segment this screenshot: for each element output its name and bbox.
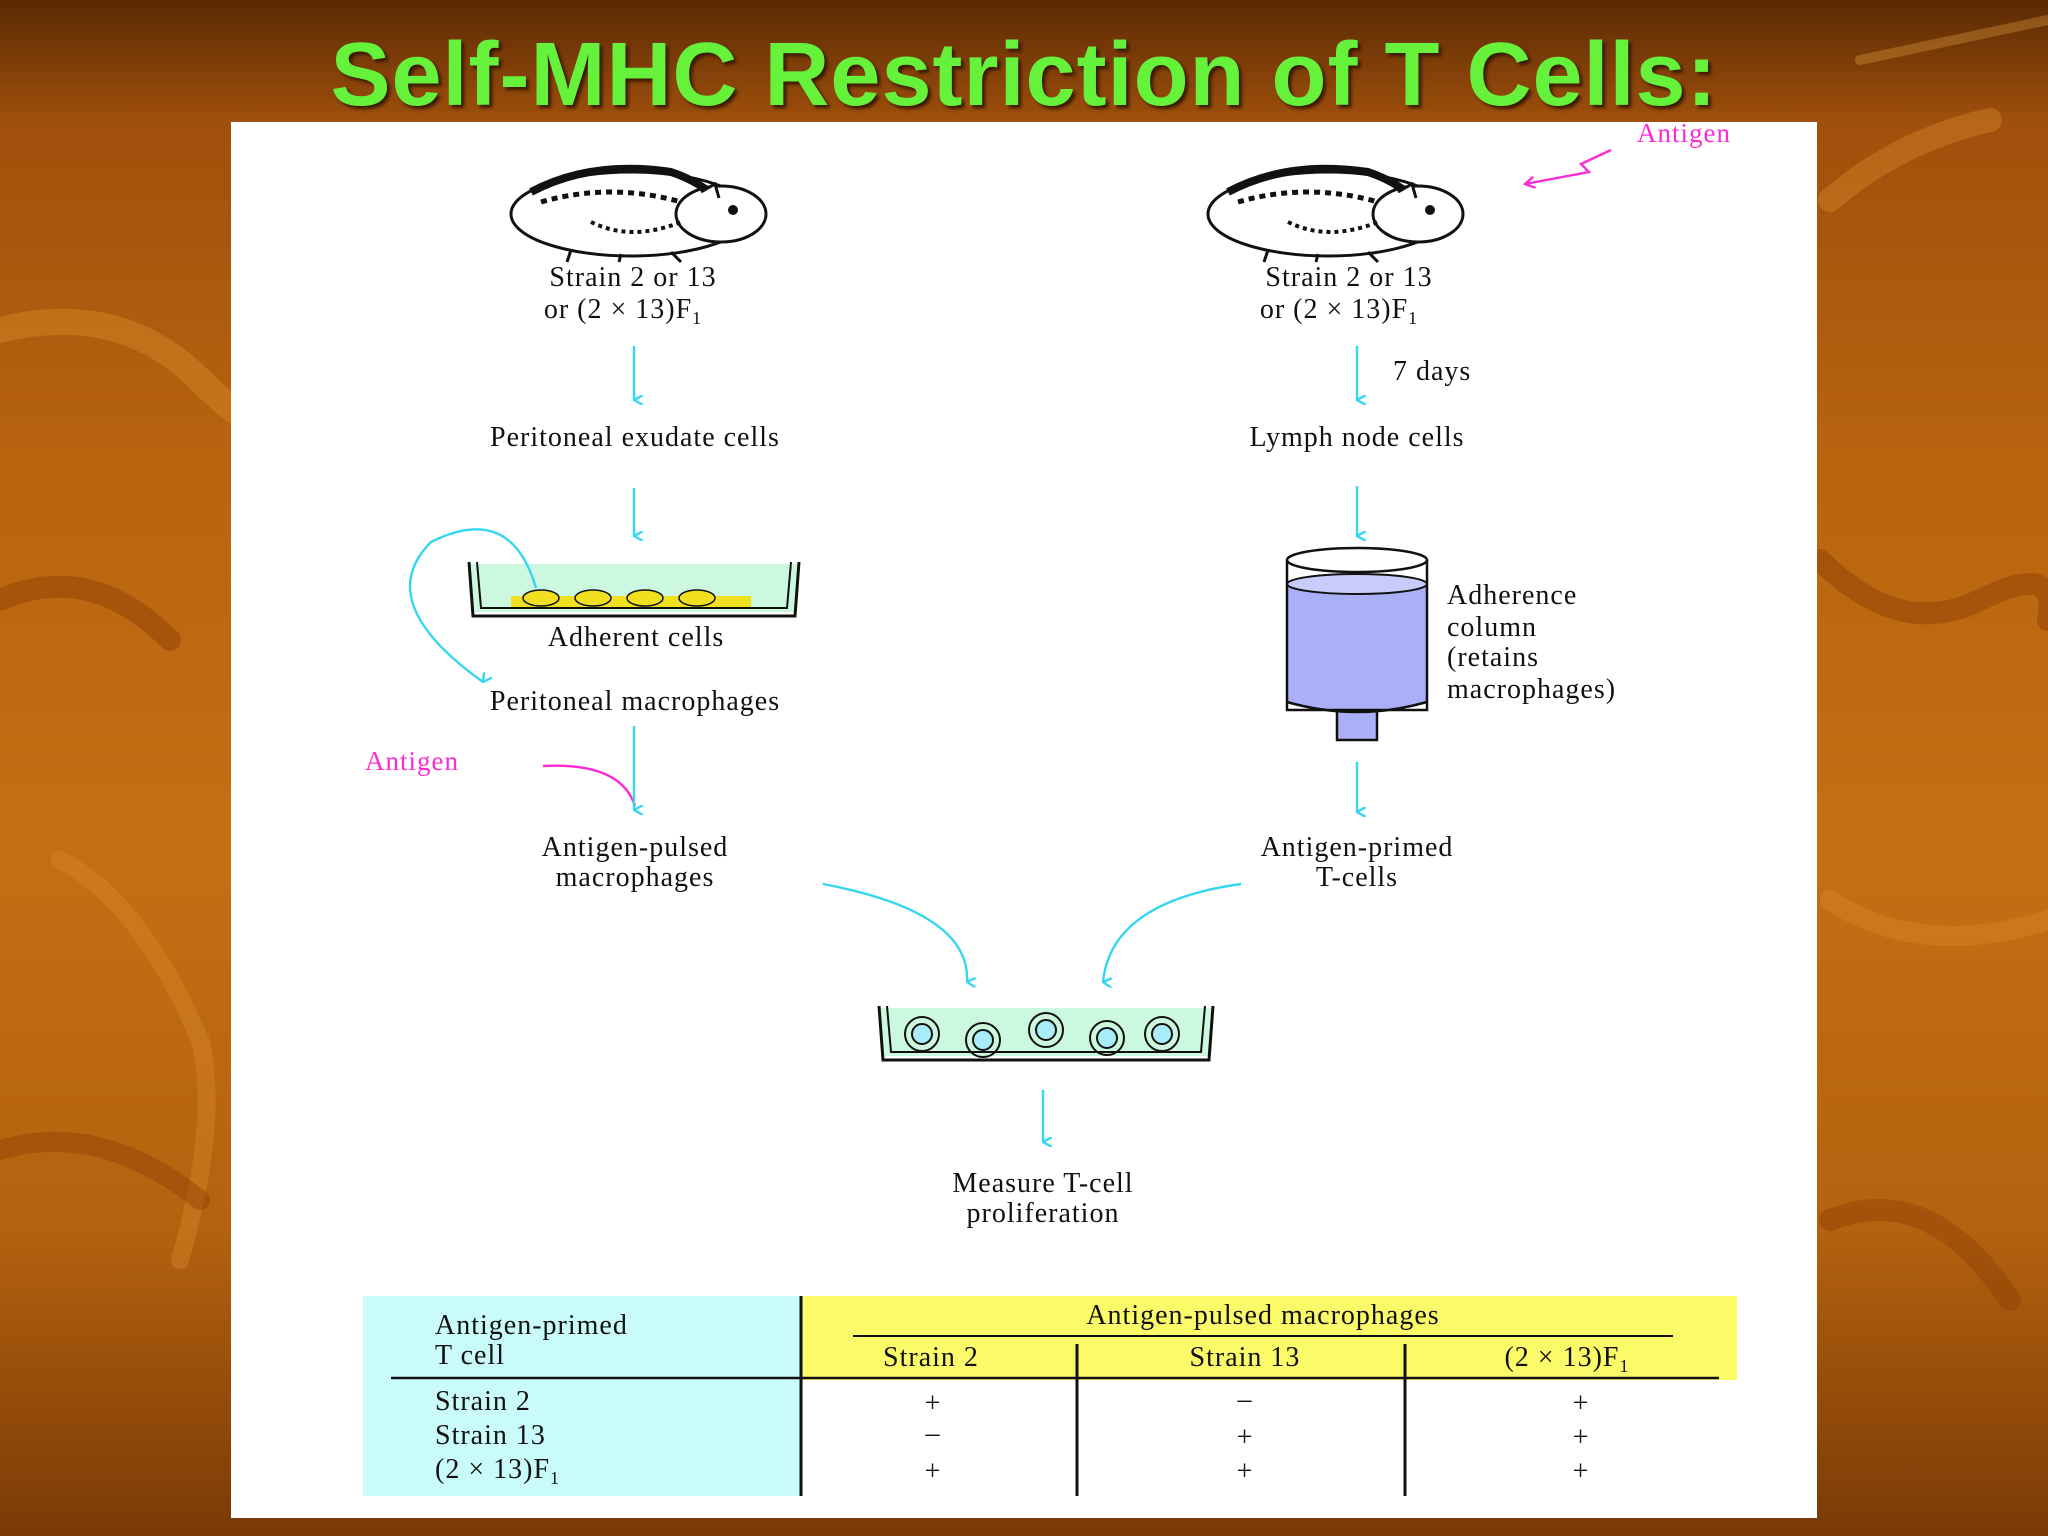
table-column-header-bg [801, 1296, 1737, 1380]
right-strain-line2: or (2 × 13)F1 [1260, 294, 1418, 328]
peritoneal-exudate-label: Peritoneal exudate cells [490, 422, 780, 453]
adherent-cells-label: Adherent cells [548, 622, 725, 653]
table-cell: + [925, 1456, 942, 1487]
table-col-header-2: (2 × 13)F1 [1504, 1342, 1629, 1376]
pulsed-macrophages-line2: macrophages [556, 862, 715, 893]
table-row-header-bg [363, 1296, 803, 1496]
table-cell: + [1237, 1456, 1254, 1487]
column-label-line2: column [1447, 612, 1537, 643]
table-row-label: (2 × 13)F1 [435, 1454, 560, 1488]
table-cell: – [925, 1418, 941, 1449]
table-cell: + [925, 1388, 942, 1419]
left-antigen-label: Antigen [365, 746, 459, 776]
culture-dish-icon [467, 561, 801, 618]
arrow-macrophages-to-well [822, 882, 967, 982]
table-row: Strain 2 + – + [435, 1384, 1590, 1419]
table-cell: + [1573, 1456, 1590, 1487]
antigen-injection-arrow [1525, 148, 1612, 184]
peritoneal-macrophages-label: Peritoneal macrophages [490, 686, 780, 717]
left-strain-line1: Strain 2 or 13 [549, 262, 716, 293]
diagram-panel: Antigen Strain 2 or 13 or (2 × 13)F1 Str… [231, 122, 1817, 1518]
table-cell: + [1237, 1422, 1254, 1453]
table-row: (2 × 13)F1 + + + [435, 1454, 1590, 1488]
table-row-header-line2: T cell [435, 1340, 505, 1371]
experiment-diagram: Antigen Strain 2 or 13 or (2 × 13)F1 Str… [363, 122, 1737, 1496]
coculture-well-icon [877, 1005, 1215, 1062]
table-cell: – [1237, 1384, 1253, 1415]
table-row-label: Strain 2 [435, 1386, 531, 1417]
table-row-label: Strain 13 [435, 1420, 546, 1451]
table-cell: + [1573, 1388, 1590, 1419]
interval-label: 7 days [1393, 356, 1471, 387]
guinea-pig-right-icon [1206, 164, 1465, 264]
antigen-pulse-arrow [542, 764, 637, 807]
pulsed-macrophages-line1: Antigen-pulsed [542, 832, 729, 863]
column-label-line3: (retains [1447, 642, 1539, 673]
arrow-tcells-to-well [1103, 882, 1242, 982]
table-group-header: Antigen-pulsed macrophages [1086, 1300, 1439, 1331]
table-cell: + [1573, 1422, 1590, 1453]
column-label-line4: macrophages) [1447, 674, 1616, 705]
lymph-node-label: Lymph node cells [1249, 422, 1464, 453]
primed-tcells-line1: Antigen-primed [1261, 832, 1454, 863]
slide-title: Self-MHC Restriction of T Cells: [330, 25, 1718, 125]
table-row-header-line1: Antigen-primed [435, 1310, 628, 1341]
measure-line2: proliferation [967, 1198, 1120, 1229]
column-label-line1: Adherence [1447, 580, 1577, 611]
right-strain-line1: Strain 2 or 13 [1265, 262, 1432, 293]
primed-tcells-line2: T-cells [1316, 862, 1398, 893]
table-col-header-1: Strain 13 [1190, 1342, 1301, 1373]
results-table: Antigen-primed T cell Antigen-pulsed mac… [363, 1296, 1737, 1496]
adherence-column-icon [1285, 546, 1429, 742]
table-row: Strain 13 – + + [435, 1418, 1590, 1453]
right-antigen-label: Antigen [1637, 122, 1731, 148]
measure-line1: Measure T-cell [952, 1168, 1133, 1199]
arrow-dish-to-macrophages [408, 528, 538, 682]
left-strain-line2: or (2 × 13)F1 [544, 294, 702, 328]
guinea-pig-left-icon [509, 164, 768, 264]
table-col-header-0: Strain 2 [883, 1342, 979, 1373]
